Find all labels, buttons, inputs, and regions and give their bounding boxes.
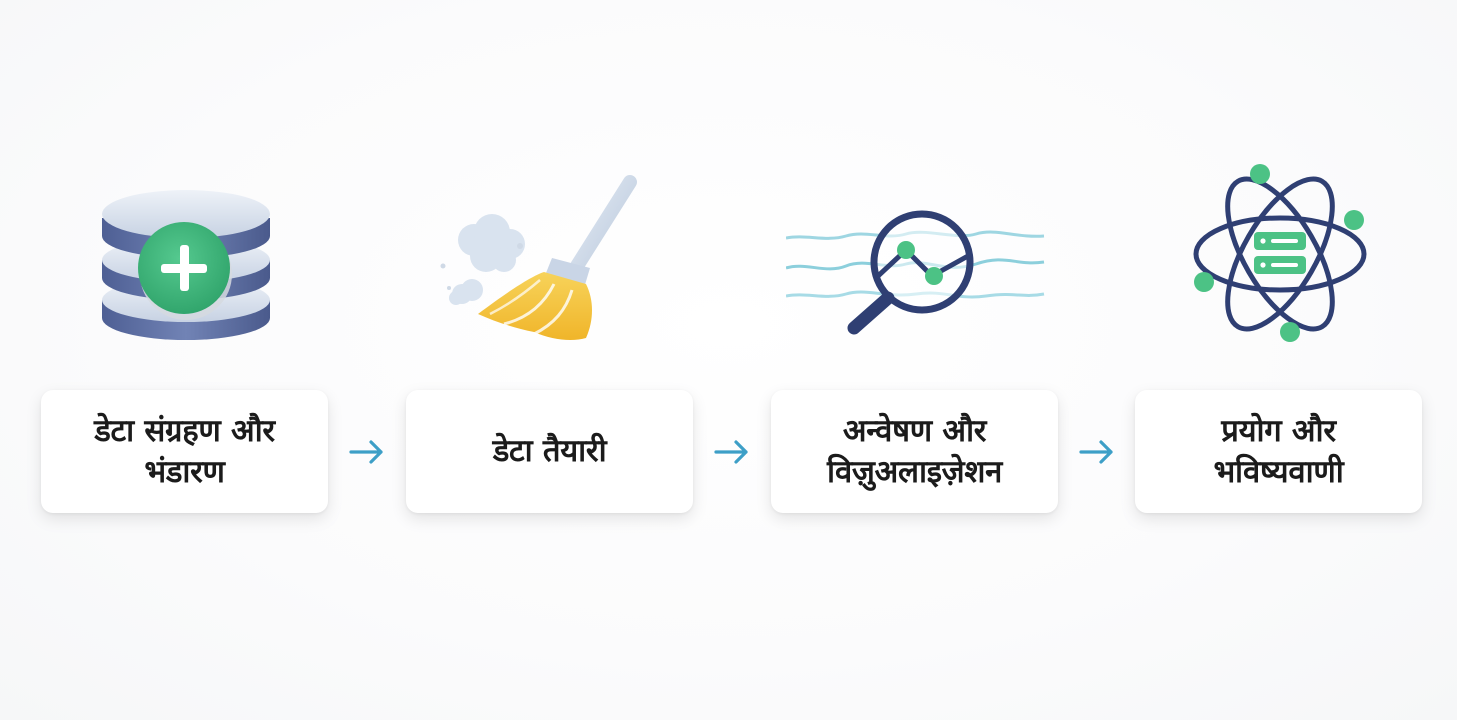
magnifier-chart-icon (786, 210, 1045, 335)
step-card-data-preparation: डेटा तैयारी (406, 390, 693, 513)
arrow-right-icon (349, 440, 383, 464)
arrow-right-icon (1079, 440, 1113, 464)
step-label-data-collection: डेटा संग्रहण और भंडारण (94, 412, 275, 490)
step-label-experiment: प्रयोग और भविष्यवाणी (1213, 412, 1344, 490)
step-card-experiment: प्रयोग और भविष्यवाणी (1135, 390, 1422, 513)
arrow-right-icon (714, 440, 748, 464)
step-card-exploration: अन्वेषण और विज़ुअलाइज़ेशन (771, 390, 1058, 513)
step-label-exploration: अन्वेषण और विज़ुअलाइज़ेशन (826, 412, 1003, 490)
broom-icon (440, 175, 637, 340)
step-label-data-preparation: डेटा तैयारी (492, 433, 607, 469)
database-plus-icon (102, 190, 270, 340)
step-card-data-collection: डेटा संग्रहण और भंडारण (41, 390, 328, 513)
atom-server-icon (1193, 164, 1367, 342)
